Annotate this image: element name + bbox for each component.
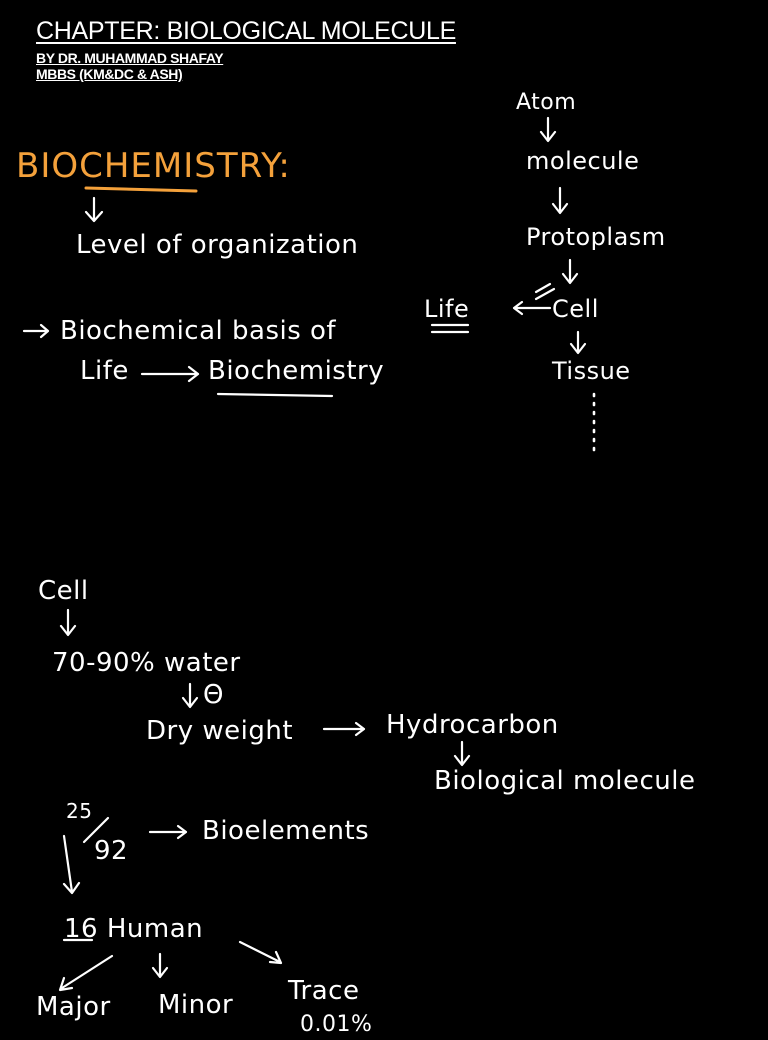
arrow-dry-hydrocarbon — [322, 721, 366, 737]
arrow-fraction-human — [62, 834, 81, 895]
biochemical-basis-text: Biochemical basis of — [60, 316, 337, 346]
arrow-human-major — [58, 954, 114, 992]
arrow-molecule-protoplasm — [551, 186, 569, 215]
arrow-cell-life — [512, 300, 552, 316]
level-of-organization: Level of organization — [76, 230, 359, 260]
dry-weight-text: Dry weight — [146, 716, 294, 746]
hierarchy-protoplasm: Protoplasm — [526, 223, 666, 251]
life-double-underline — [430, 323, 470, 334]
fraction-slash — [82, 816, 110, 844]
arrow-atom-molecule — [539, 116, 557, 143]
arrow-cell-water — [59, 608, 77, 637]
credentials-line: MBBS (KM&DC & ASH) — [36, 66, 183, 82]
hierarchy-molecule: molecule — [526, 147, 640, 175]
water-text: 70-90% water — [52, 648, 241, 678]
author-line: BY DR. MUHAMMAD SHAFAY — [36, 50, 224, 66]
arrow-right-2 — [140, 365, 200, 383]
hierarchy-cell: Cell — [552, 295, 599, 323]
minor-text: Minor — [158, 990, 234, 1020]
document-header: CHAPTER: BIOLOGICAL MOLECULE BY DR. MUHA… — [36, 16, 456, 82]
arrow-hydrocarbon-biomolecule — [453, 740, 471, 767]
arrow-human-trace — [238, 940, 283, 965]
equilibrium-marks — [534, 282, 556, 301]
arrow-right-1 — [22, 323, 50, 339]
hierarchy-atom: Atom — [516, 90, 577, 115]
arrow-fraction-bioelements — [148, 824, 188, 840]
minus-symbol: Θ — [203, 680, 224, 710]
biochemistry-lower-text: Biochemistry — [208, 356, 385, 386]
arrow-human-minor — [151, 952, 169, 979]
biochemistry-underline — [216, 392, 334, 398]
biological-molecule-text: Biological molecule — [434, 766, 696, 796]
fraction-numerator: 25 — [66, 799, 93, 823]
chapter-title: CHAPTER: BIOLOGICAL MOLECULE — [36, 17, 456, 45]
hierarchy-tissue: Tissue — [552, 357, 631, 385]
heading-underline — [84, 186, 198, 193]
biochemistry-heading: BIOCHEMISTRY: — [16, 146, 291, 186]
major-text: Major — [36, 992, 111, 1022]
trace-text: Trace — [288, 976, 360, 1006]
cell-text: Cell — [38, 576, 89, 606]
arrow-protoplasm-cell — [561, 258, 579, 285]
arrow-down-1 — [84, 196, 104, 223]
life-left-text: Life — [80, 356, 129, 386]
hydrocarbon-text: Hydrocarbon — [386, 710, 559, 740]
fraction-denominator: 92 — [94, 836, 129, 866]
life-right-text: Life — [424, 295, 470, 323]
arrow-cell-tissue — [569, 330, 587, 355]
bioelements-text: Bioelements — [202, 816, 370, 846]
arrow-water-dry — [181, 682, 199, 709]
